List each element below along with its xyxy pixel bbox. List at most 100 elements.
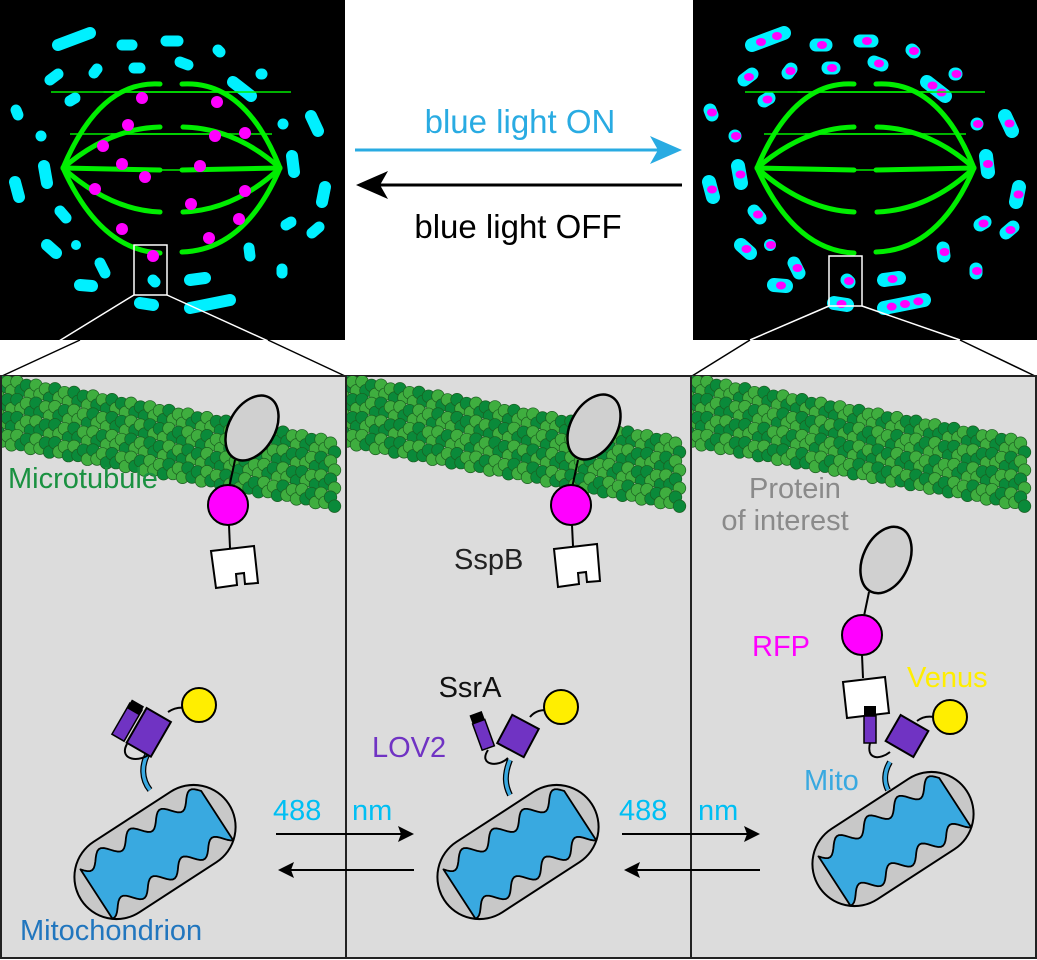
- spindle-fiber: [754, 165, 857, 215]
- rfp-icon: [841, 614, 883, 656]
- mitochondrion-icon: [73, 783, 237, 921]
- rfp-dot: [147, 250, 159, 262]
- light-off-arrow: [356, 171, 682, 199]
- wavelength-value: 488: [273, 795, 321, 827]
- spindle-panel-on: [693, 0, 1037, 340]
- mitochondrion-segment: [316, 181, 331, 208]
- spindle-fiber: [873, 81, 977, 171]
- mitochondrion-label: Mitochondrion: [20, 915, 202, 947]
- rfp-spot: [951, 70, 962, 78]
- spindle-microtubules: [745, 81, 985, 256]
- tubulin-subunit: [1017, 499, 1032, 513]
- mitochondrion-segment: [9, 176, 25, 203]
- poi-label-line1: Protein: [749, 473, 841, 505]
- mitochondrion-segment: [147, 274, 161, 288]
- light-on-label: blue light ON: [425, 103, 616, 140]
- rfp-spot: [772, 32, 782, 40]
- light-on-arrow: [355, 136, 682, 164]
- spindle-fiber: [754, 81, 857, 171]
- rfp-dot: [116, 223, 128, 235]
- wavelength-unit: nm: [352, 795, 392, 827]
- mitochondrion-segment: [44, 68, 64, 86]
- sspb-icon: [841, 675, 891, 720]
- rfp-icon: [207, 484, 249, 526]
- light-off-label: blue light OFF: [414, 208, 621, 245]
- mitochondrion-segment: [286, 150, 300, 178]
- microtubule-label: Microtubule: [8, 463, 158, 495]
- microtubule-icon: [2, 376, 342, 513]
- venus-label: Venus: [907, 662, 988, 694]
- rfp-dot: [89, 183, 101, 195]
- venus-icon: [932, 699, 968, 735]
- spindle-fiber: [873, 165, 977, 255]
- spindle-fiber: [180, 124, 283, 171]
- mitochondrion-segment: [212, 44, 226, 58]
- rfp-dot: [233, 213, 245, 225]
- rfp-spot: [817, 41, 827, 49]
- spindle-fiber: [60, 124, 163, 171]
- rfp-dot: [211, 96, 223, 108]
- rfp-spot: [762, 95, 773, 104]
- rfp-dots-group: [89, 92, 251, 262]
- mitochondrion-icon: [436, 783, 600, 921]
- rfp-spot: [744, 73, 754, 81]
- mitochondrion-segment: [94, 257, 111, 279]
- lov2-label: LOV2: [372, 732, 446, 764]
- inner-membrane-cristae: [442, 788, 598, 920]
- rfp-dot: [209, 130, 221, 142]
- rfp-spot: [707, 185, 717, 194]
- rfp-dot: [122, 119, 134, 131]
- rfp-spot: [836, 300, 847, 308]
- rfp-spot: [792, 264, 803, 272]
- mitochondrion-segment: [64, 92, 81, 107]
- rfp-spot: [827, 64, 837, 72]
- zoom-box: [828, 255, 863, 307]
- rfp-spot: [874, 59, 884, 68]
- rfp-dot: [97, 140, 109, 152]
- spindle-fiber: [874, 165, 977, 215]
- rfp-spot: [735, 170, 746, 179]
- rfp-spot: [776, 281, 786, 290]
- mitochondrion-segment: [305, 110, 324, 137]
- spindle-fiber: [60, 81, 163, 171]
- recruited-construct: [841, 525, 968, 792]
- spindle-fiber: [179, 81, 283, 171]
- spindle-fiber: [754, 124, 857, 171]
- spindle-fiber: [60, 165, 163, 256]
- mitochondrion-segment: [54, 205, 72, 224]
- rfp-dot: [136, 92, 148, 104]
- mitochondrion-segment: [174, 56, 194, 71]
- microtubule-icon: [692, 376, 1032, 513]
- rfp-spot: [913, 297, 924, 306]
- rfp-spot: [844, 277, 854, 285]
- spindle-fiber: [754, 165, 857, 256]
- zoom-box: [133, 244, 168, 296]
- spindle-fiber: [874, 124, 977, 171]
- spindle-fiber: [60, 165, 163, 215]
- lov2-ssra-construct: [110, 687, 217, 792]
- rfp-spot: [785, 67, 796, 75]
- ssra-label: SsrA: [439, 672, 503, 704]
- rfp-spot: [978, 219, 989, 228]
- magnification-lines: [1, 294, 1036, 377]
- rfp-spot: [1004, 119, 1015, 128]
- sspb-icon: [209, 544, 260, 590]
- ssra-lov2-jalpha-icon: [471, 718, 496, 752]
- tubulin-subunit: [327, 499, 342, 513]
- ssra-lov2-jalpha-icon: [863, 715, 877, 744]
- mitochondrion-segment: [280, 216, 297, 231]
- spindle-fiber: [179, 165, 283, 255]
- spindle-fiber: [180, 165, 283, 215]
- rfp-spot: [939, 248, 950, 256]
- rfp-spot: [756, 38, 766, 46]
- mitochondrion-segment: [184, 294, 236, 314]
- mitochondrion-icon: [811, 770, 975, 908]
- mitochondria-cyan-group: [9, 27, 331, 314]
- protein-of-interest-icon: [859, 525, 913, 595]
- rfp-spot: [1013, 190, 1024, 199]
- rfp-spot: [927, 81, 938, 90]
- rfp-label: RFP: [752, 631, 810, 663]
- mitochondrion-segment: [227, 76, 257, 102]
- rfp-spot: [900, 300, 910, 308]
- poi-rfp-sspb-construct: [207, 394, 280, 590]
